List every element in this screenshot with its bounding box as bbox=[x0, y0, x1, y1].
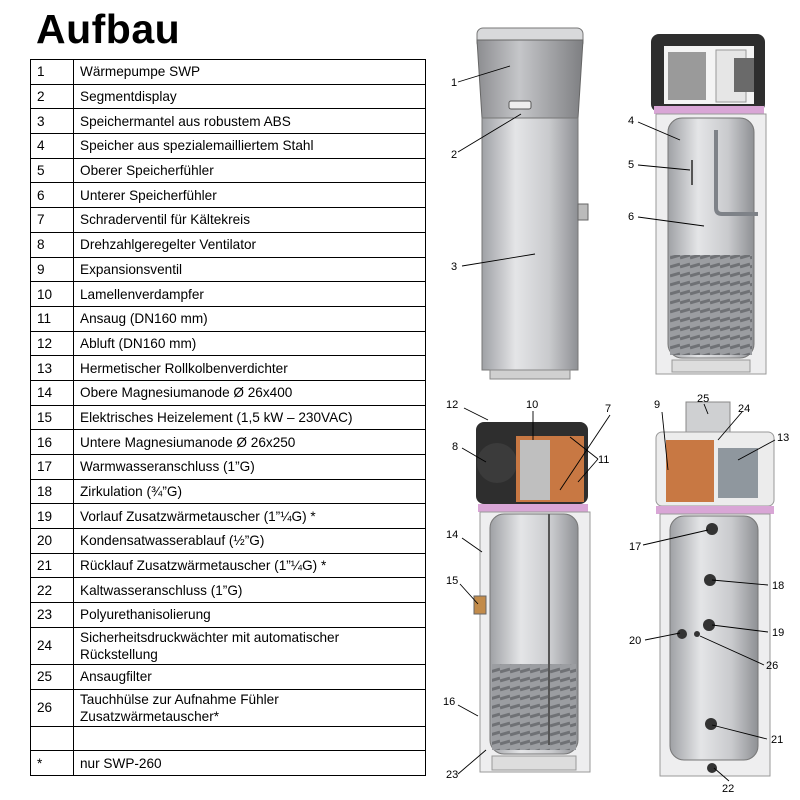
part-number: 17 bbox=[30, 454, 74, 480]
part-description: Rücklauf Zusatzwärmetauscher (1”¼G) * bbox=[73, 552, 426, 579]
part-description: Ansaug (DN160 mm) bbox=[73, 305, 426, 332]
unit-side-cutaway-view bbox=[473, 422, 591, 773]
part-description: Segmentdisplay bbox=[73, 83, 426, 110]
callout-11: 11 bbox=[598, 454, 609, 466]
unit-front-cutaway-view bbox=[655, 401, 775, 777]
part-number: * bbox=[30, 750, 74, 776]
part-description: Sicherheitsdruckwächter mit automatische… bbox=[73, 626, 426, 665]
callout-15: 15 bbox=[446, 575, 458, 587]
part-number: 22 bbox=[30, 577, 74, 604]
part-number: 19 bbox=[30, 503, 74, 530]
part-description: Lamellenverdampfer bbox=[73, 281, 426, 307]
part-number: 10 bbox=[30, 281, 74, 307]
callout-22: 22 bbox=[722, 783, 734, 795]
callout-2: 2 bbox=[451, 149, 457, 161]
display-icon bbox=[508, 100, 532, 110]
unit-exterior-view bbox=[476, 27, 589, 380]
callout-8: 8 bbox=[452, 441, 458, 453]
unit-cutaway-view bbox=[651, 34, 767, 375]
part-description: Vorlauf Zusatzwärmetauscher (1”¼G) * bbox=[73, 503, 426, 530]
callout-12: 12 bbox=[446, 399, 458, 411]
callout-labels: 1 2 3 4 5 6 7 8 9 10 11 12 13 14 15 16 1… bbox=[443, 77, 789, 795]
callout-24: 24 bbox=[738, 403, 750, 415]
part-number: 7 bbox=[30, 207, 74, 233]
callout-23: 23 bbox=[446, 769, 458, 781]
part-description: nur SWP-260 bbox=[73, 750, 426, 776]
part-number: 4 bbox=[30, 133, 74, 159]
part-number: 13 bbox=[30, 355, 74, 381]
callout-5: 5 bbox=[628, 159, 634, 171]
part-number: 15 bbox=[30, 404, 74, 431]
callout-17: 17 bbox=[629, 541, 641, 553]
part-description: Tauchhülse zur Aufnahme Fühler Zusatzwär… bbox=[73, 688, 426, 727]
page-title: Aufbau bbox=[36, 6, 181, 52]
callout-19: 19 bbox=[772, 627, 784, 639]
callout-9: 9 bbox=[654, 399, 660, 411]
callout-13: 13 bbox=[777, 432, 789, 444]
callout-3: 3 bbox=[451, 261, 457, 273]
part-description: Expansionsventil bbox=[73, 256, 426, 283]
callout-6: 6 bbox=[628, 211, 634, 223]
part-number: 1 bbox=[30, 59, 74, 85]
part-number: 3 bbox=[30, 108, 74, 135]
part-number: 2 bbox=[30, 83, 74, 110]
part-description: Polyurethanisolierung bbox=[73, 602, 426, 628]
callout-16: 16 bbox=[443, 696, 455, 708]
part-number: 6 bbox=[30, 182, 74, 209]
parts-row: *nur SWP-260 bbox=[30, 750, 426, 776]
callout-26: 26 bbox=[766, 660, 778, 672]
callout-18: 18 bbox=[772, 580, 784, 592]
part-description: Wärmepumpe SWP bbox=[73, 59, 426, 85]
part-description: Abluft (DN160 mm) bbox=[73, 330, 426, 357]
callout-25: 25 bbox=[697, 393, 709, 405]
part-description: Speichermantel aus robustem ABS bbox=[73, 108, 426, 135]
part-number: 16 bbox=[30, 429, 74, 455]
part-number: 8 bbox=[30, 231, 74, 258]
callout-1: 1 bbox=[451, 77, 457, 89]
callout-7: 7 bbox=[605, 403, 611, 415]
callout-10: 10 bbox=[526, 399, 538, 411]
part-description: Oberer Speicherfühler bbox=[73, 157, 426, 184]
part-number: 24 bbox=[30, 626, 74, 665]
callout-lines bbox=[457, 65, 776, 782]
callout-14: 14 bbox=[446, 529, 458, 541]
callout-20: 20 bbox=[629, 635, 641, 647]
part-description: Elektrisches Heizelement (1,5 kW – 230VA… bbox=[73, 404, 426, 431]
part-description: Zirkulation (¾”G) bbox=[73, 478, 426, 505]
callout-4: 4 bbox=[628, 115, 634, 127]
part-description: Speicher aus spezialemailliertem Stahl bbox=[73, 133, 426, 159]
part-description: Unterer Speicherfühler bbox=[73, 182, 426, 209]
callout-21: 21 bbox=[771, 734, 783, 746]
part-number: 21 bbox=[30, 552, 74, 579]
